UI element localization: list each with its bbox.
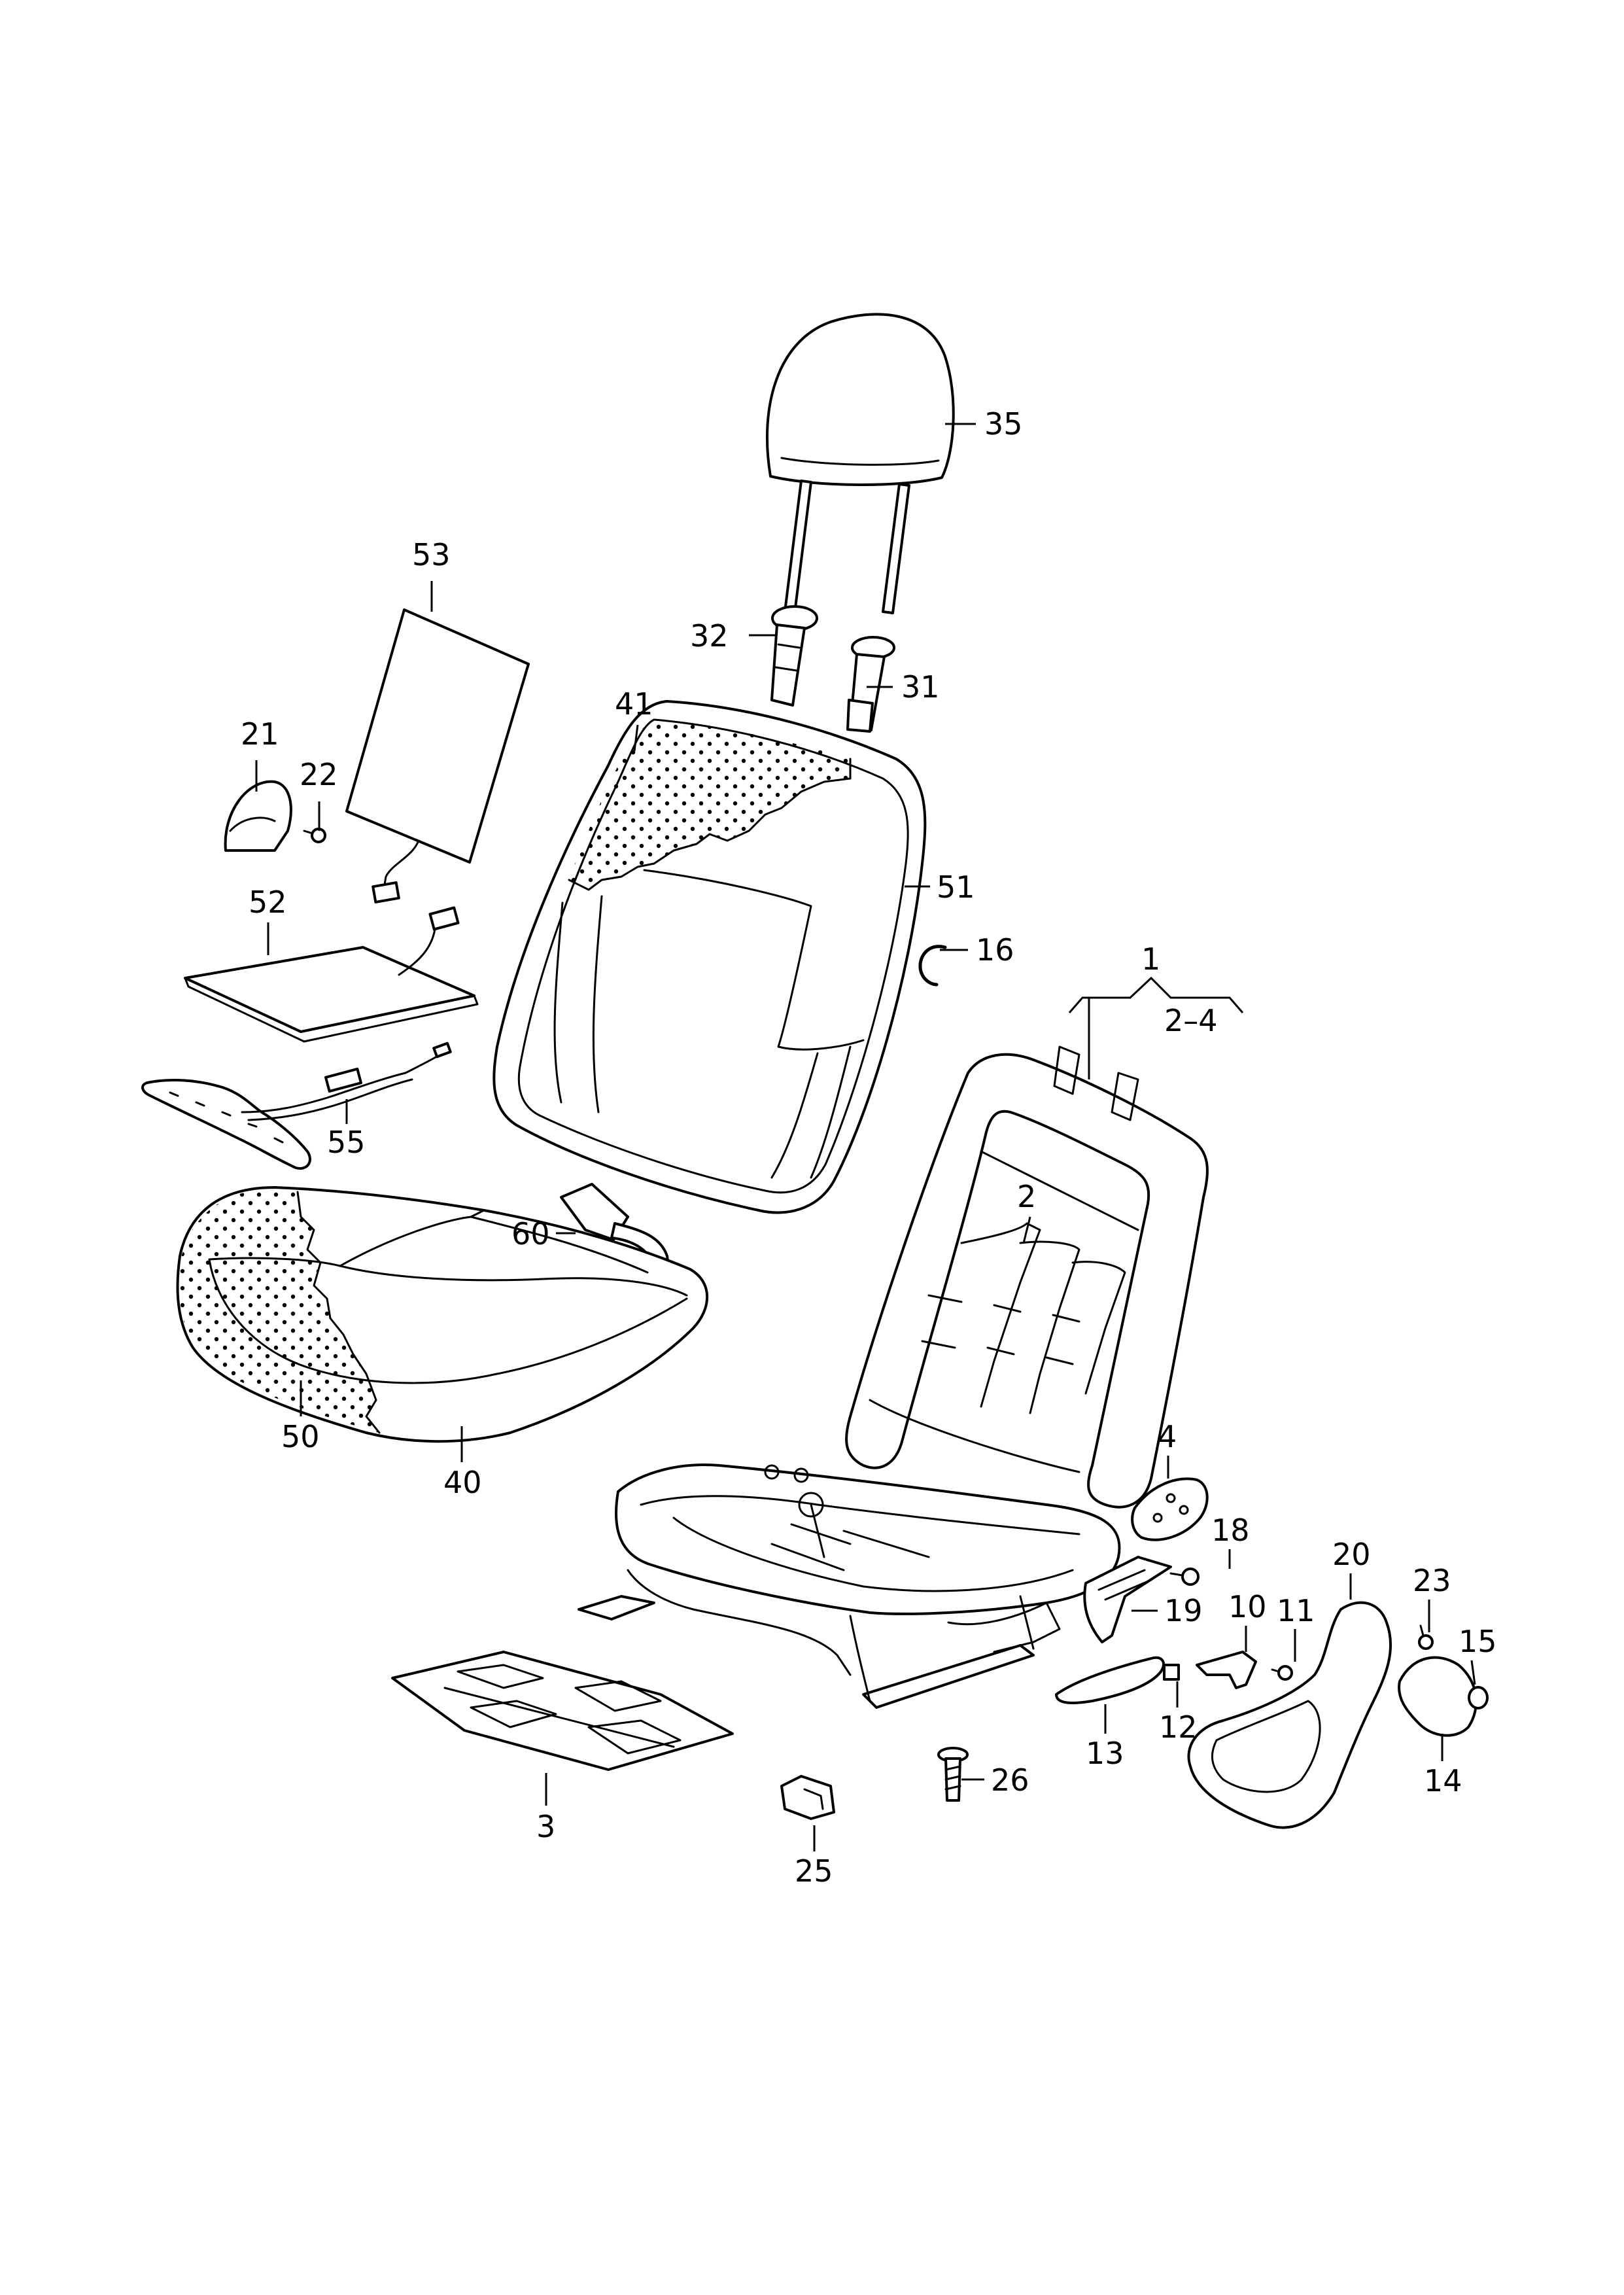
callout-16: 16 xyxy=(976,932,1014,968)
callout-21: 21 xyxy=(241,716,279,752)
headrest-guide-31 xyxy=(846,636,895,733)
cap-15 xyxy=(1468,1686,1489,1709)
clip-16 xyxy=(918,945,947,987)
callout-23: 23 xyxy=(1413,1563,1451,1598)
bracket-19 xyxy=(1083,1556,1172,1643)
bracket-25 xyxy=(780,1775,835,1820)
callout-3: 3 xyxy=(536,1809,555,1844)
callout-32: 32 xyxy=(690,618,729,654)
callout-50: 50 xyxy=(281,1419,320,1454)
callout-15: 15 xyxy=(1459,1624,1497,1659)
side-panel-20 xyxy=(1187,1601,1392,1829)
callout-4: 4 xyxy=(1158,1419,1177,1454)
callout-26: 26 xyxy=(991,1762,1029,1798)
backrest-cover-41-51 xyxy=(492,700,927,1214)
bracket-4 xyxy=(1131,1477,1209,1541)
callout-35: 35 xyxy=(984,406,1023,442)
wiring-harness-55 xyxy=(141,1042,452,1170)
callout-22: 22 xyxy=(300,757,338,792)
trim-cap-21 xyxy=(224,780,292,852)
seat-frame-1 xyxy=(578,1045,1209,1709)
bolt-18 xyxy=(1169,1568,1200,1586)
trim-strip-13 xyxy=(1055,1656,1165,1704)
headrest xyxy=(766,313,955,614)
seat-mat-3 xyxy=(391,1651,734,1771)
callout-2: 2 xyxy=(1017,1179,1036,1214)
headrest-guide-32 xyxy=(770,605,818,707)
callout-1: 1 xyxy=(1141,941,1160,977)
callout-10: 10 xyxy=(1228,1589,1267,1624)
seat-mat-52 xyxy=(184,906,479,1043)
callout-25: 25 xyxy=(795,1853,833,1889)
callout-60: 60 xyxy=(511,1216,550,1252)
callout-31: 31 xyxy=(901,669,940,705)
seat-cushion-40-50 xyxy=(176,1186,709,1443)
screw-11 xyxy=(1271,1665,1293,1681)
callout-18: 18 xyxy=(1211,1513,1250,1548)
callout-52: 52 xyxy=(249,885,287,920)
callout-19: 19 xyxy=(1164,1593,1203,1628)
bolt-26 xyxy=(937,1747,969,1802)
callout-41: 41 xyxy=(615,686,653,722)
callout-11: 11 xyxy=(1277,1593,1315,1628)
callout-20: 20 xyxy=(1332,1537,1371,1572)
callout-53: 53 xyxy=(412,537,451,572)
callout-55: 55 xyxy=(327,1125,366,1160)
screw-22 xyxy=(303,828,326,843)
callout-2-4: 2–4 xyxy=(1164,1003,1218,1038)
callout-labels: 35 32 31 53 21 22 52 55 41 51 16 60 50 4… xyxy=(241,406,1497,1889)
leader-lines xyxy=(255,423,1476,1851)
callout-14: 14 xyxy=(1424,1763,1462,1798)
bracket-10 xyxy=(1196,1651,1257,1689)
callout-12: 12 xyxy=(1159,1709,1198,1745)
handle-14 xyxy=(1398,1656,1477,1737)
screw-23 xyxy=(1418,1624,1434,1650)
clip-12 xyxy=(1163,1664,1180,1681)
callout-13: 13 xyxy=(1086,1736,1124,1771)
callout-51: 51 xyxy=(937,869,975,905)
callout-40: 40 xyxy=(443,1465,482,1500)
backrest-panel-53 xyxy=(345,608,530,903)
